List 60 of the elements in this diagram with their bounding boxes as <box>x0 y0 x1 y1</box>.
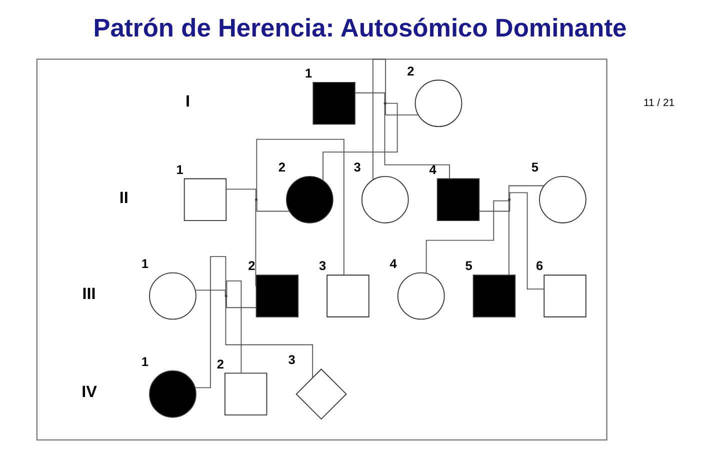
node-label: 2 <box>216 356 224 372</box>
node-label: 6 <box>536 258 544 274</box>
node-circle <box>149 370 196 418</box>
node-label: 4 <box>429 162 436 177</box>
node-diamond <box>296 368 347 420</box>
label: III <box>82 285 96 304</box>
connector <box>508 200 510 276</box>
node-circle <box>539 176 586 224</box>
node-label: 3 <box>354 160 361 175</box>
node-circle <box>414 80 462 127</box>
node-label: 1 <box>176 162 184 177</box>
node-circle <box>286 176 334 224</box>
node-label: 5 <box>465 258 472 274</box>
node-label: 2 <box>248 258 256 274</box>
connector <box>226 188 256 200</box>
node-box <box>184 178 227 222</box>
node-box <box>312 82 356 125</box>
node-circle <box>149 272 196 320</box>
connector <box>256 200 290 212</box>
node-point <box>384 102 386 105</box>
label: 11 / 21 <box>643 98 675 109</box>
node-point <box>508 198 511 201</box>
connector <box>226 280 242 374</box>
node-circle <box>361 176 409 224</box>
connector <box>194 290 226 296</box>
node-label: 1 <box>141 354 148 369</box>
node-label: 3 <box>318 258 326 274</box>
connector <box>508 185 544 200</box>
node-box <box>326 274 370 318</box>
label: I <box>185 92 190 110</box>
connector <box>354 92 386 103</box>
node-label: 5 <box>531 160 538 175</box>
connector <box>372 58 386 180</box>
node-label: 4 <box>390 256 397 271</box>
node-label: 1 <box>141 256 148 271</box>
node-box <box>224 372 268 416</box>
diagram-title: Patrón de Herencia: Autosómico Dominante <box>93 14 627 43</box>
connector <box>225 296 314 378</box>
node-label: 1 <box>305 66 312 81</box>
connector <box>426 200 510 274</box>
node-label: 2 <box>278 160 286 175</box>
node-label: 3 <box>288 352 296 368</box>
connector <box>384 104 450 180</box>
node-point <box>254 198 258 201</box>
label: IV <box>82 383 97 402</box>
node-label: 2 <box>407 63 414 78</box>
connector <box>322 102 398 181</box>
label: II <box>119 188 128 207</box>
node-box <box>472 274 516 318</box>
connector <box>478 200 510 212</box>
node-circle <box>397 272 445 320</box>
node-point <box>224 294 228 298</box>
connector <box>385 104 419 116</box>
node-box <box>436 178 480 222</box>
connector <box>255 200 257 286</box>
connector <box>256 138 344 276</box>
node-box <box>256 274 299 318</box>
connector <box>509 192 544 290</box>
node-box <box>544 274 586 318</box>
connector <box>226 296 257 308</box>
